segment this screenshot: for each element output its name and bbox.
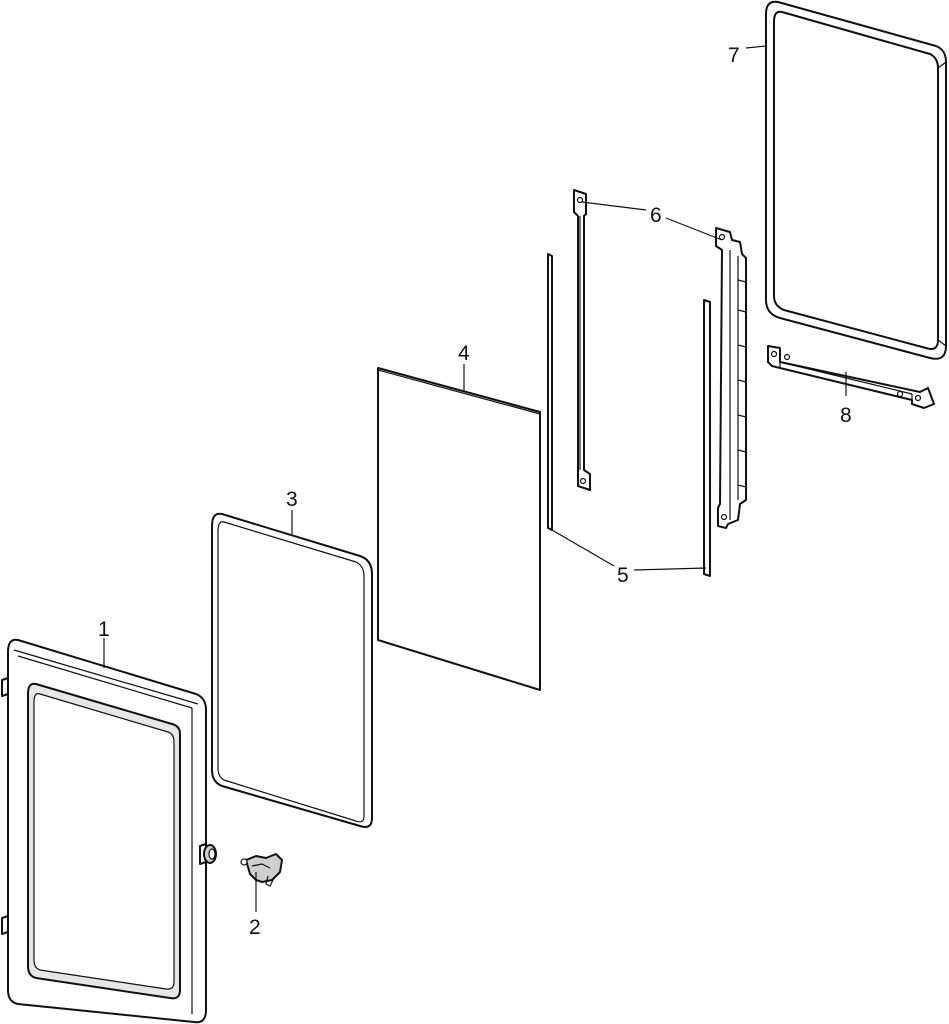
callout-2: 2	[249, 916, 261, 939]
part-3-gasket-frame	[211, 512, 373, 828]
callout-4: 4	[458, 342, 470, 365]
leader-7	[745, 45, 767, 49]
leader-lines	[103, 45, 847, 912]
callout-labels: 1 2 3 4 5 6 7 8	[98, 44, 852, 939]
part-7-outer-frame	[765, 0, 947, 360]
leader-5	[551, 529, 707, 571]
part-1-door-frame	[1, 638, 217, 1024]
part-5-strips	[547, 253, 711, 577]
door-knob	[199, 843, 217, 865]
part-8-bracket	[767, 345, 935, 409]
part-6-left-rail	[573, 189, 591, 491]
part-6-right-rail	[715, 227, 747, 529]
part-4-glass-panel	[377, 367, 541, 691]
callout-7: 7	[728, 44, 740, 67]
callout-1: 1	[98, 618, 110, 641]
callout-6: 6	[650, 204, 662, 227]
leader-6	[581, 201, 723, 241]
callout-8: 8	[840, 404, 852, 427]
part-2-latch	[240, 853, 283, 887]
callout-3: 3	[286, 488, 298, 511]
callout-5: 5	[617, 564, 629, 587]
rail-teeth	[737, 279, 747, 488]
